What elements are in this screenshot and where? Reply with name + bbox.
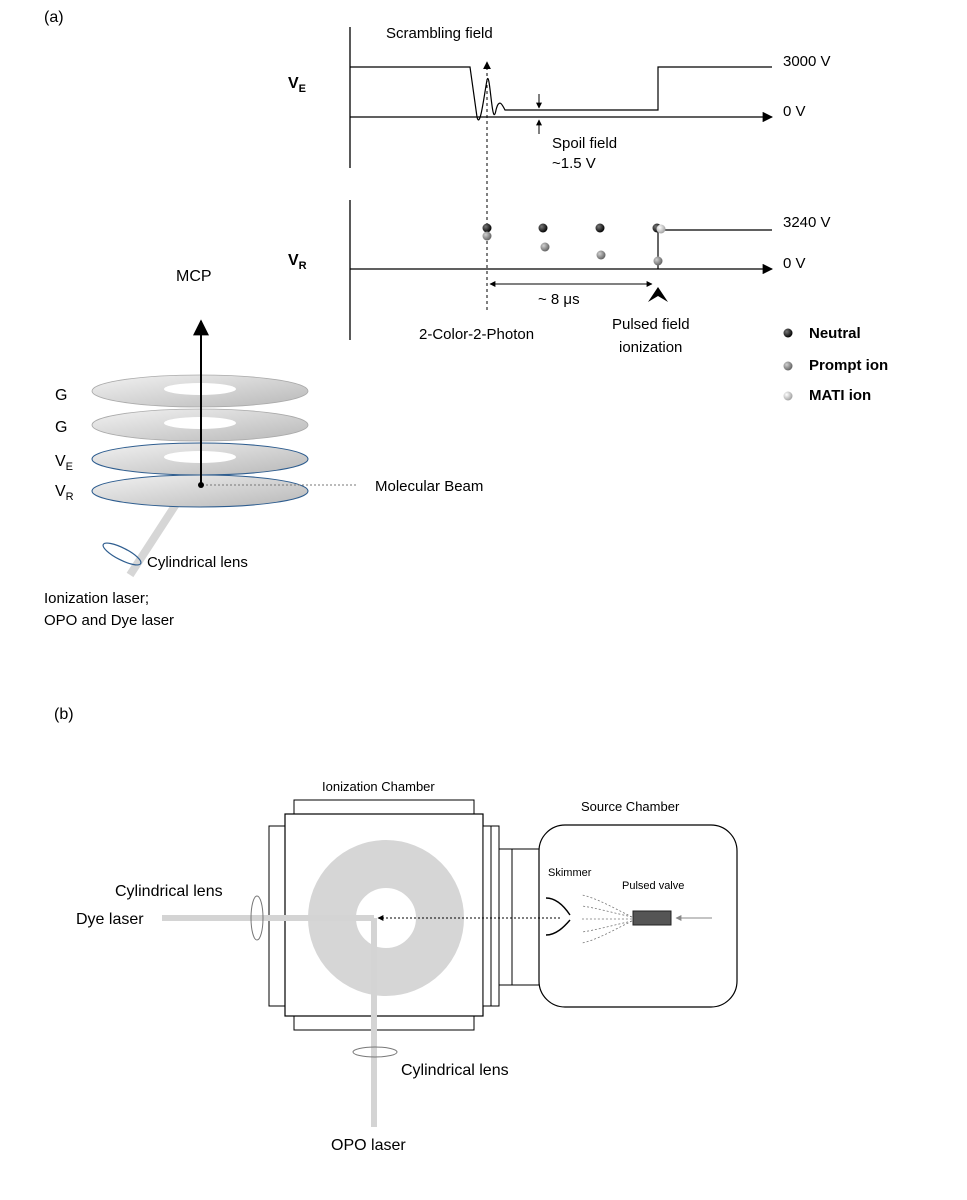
pulsed-valve-label: Pulsed valve xyxy=(622,880,684,892)
legend-neutral-label: Neutral xyxy=(809,325,861,342)
vr-voltage-trace xyxy=(657,229,772,269)
skimmer-label: Skimmer xyxy=(548,867,592,879)
legend-prompt-marker xyxy=(783,361,793,371)
dye-laser-label: Dye laser xyxy=(76,911,144,928)
panel-a-label: (a) xyxy=(44,9,64,26)
molecular-expansion xyxy=(581,894,633,944)
chamber-right-flange-outer xyxy=(490,825,500,1007)
pfi-chevron-marker xyxy=(648,287,668,302)
panel-b-label: (b) xyxy=(54,706,74,723)
ionization-chamber-label: Ionization Chamber xyxy=(322,779,435,794)
chamber-bottom-flange xyxy=(293,1015,475,1031)
vr-label: VR xyxy=(288,252,307,272)
legend-mati-marker xyxy=(783,391,793,401)
ionization-point xyxy=(198,482,204,488)
mcp-label: MCP xyxy=(176,268,212,285)
cylindrical-lens-a xyxy=(102,542,142,566)
apparatus-top-view xyxy=(162,799,738,1127)
prompt-ion-dot xyxy=(540,242,550,252)
connecting-tube xyxy=(511,848,540,986)
source-chamber-label: Source Chamber xyxy=(581,799,680,814)
cylindrical-lens-bottom-label: Cylindrical lens xyxy=(401,1062,509,1079)
legend: Neutral Prompt ion MATI ion xyxy=(783,325,888,404)
v0-top-label: 0 V xyxy=(783,103,806,120)
chamber-top-flange xyxy=(293,799,475,815)
mati-ion-dot xyxy=(656,224,666,234)
plate-label-g1: G xyxy=(55,387,67,404)
ve-timing-plot xyxy=(349,27,774,168)
v3000-label: 3000 V xyxy=(783,53,831,70)
cylindrical-lens-label-a: Cylindrical lens xyxy=(147,554,248,571)
spoil-field-label: Spoil field xyxy=(552,135,617,152)
pfi-label-line2: ionization xyxy=(619,339,682,356)
neutral-dot xyxy=(482,223,492,233)
neutral-dot xyxy=(595,223,605,233)
scrambling-field-label: Scrambling field xyxy=(386,25,493,42)
ionization-laser-label-line2: OPO and Dye laser xyxy=(44,612,174,629)
v0-bottom-label: 0 V xyxy=(783,255,806,272)
ve-label: VE xyxy=(288,75,306,95)
legend-mati-label: MATI ion xyxy=(809,387,871,404)
cylindrical-lens-left xyxy=(250,895,264,941)
prompt-ion-dot xyxy=(653,256,663,266)
prompt-ion-dot xyxy=(482,231,492,241)
plate-label-g2: G xyxy=(55,419,67,436)
plate-label-ve: VE xyxy=(55,453,73,473)
pulsed-valve xyxy=(632,910,672,926)
v3240-label: 3240 V xyxy=(783,214,831,231)
spoil-field-value: ~1.5 V xyxy=(552,155,596,172)
ionization-laser-label-line1: Ionization laser; xyxy=(44,590,149,607)
plate-stack xyxy=(91,319,358,578)
chamber-right-flange-inner xyxy=(482,825,492,1007)
delay-label: ~ 8 μs xyxy=(538,291,580,308)
plate-label-vr: VR xyxy=(55,483,74,503)
neutral-dot xyxy=(538,223,548,233)
skimmer-upper xyxy=(545,897,571,916)
cylindrical-lens-left-label: Cylindrical lens xyxy=(115,883,223,900)
legend-neutral-marker xyxy=(783,328,793,338)
skimmer-lower xyxy=(545,919,571,936)
two-color-label: 2-Color-2-Photon xyxy=(419,326,534,343)
ve-voltage-trace xyxy=(350,66,772,121)
cylindrical-lens-bottom xyxy=(352,1046,398,1058)
opo-laser-label: OPO laser xyxy=(331,1137,406,1154)
prompt-ion-dot xyxy=(596,250,606,260)
legend-prompt-label: Prompt ion xyxy=(809,357,888,374)
pfi-label-line1: Pulsed field xyxy=(612,316,690,333)
vr-timing-plot xyxy=(349,200,774,340)
molecular-beam-label: Molecular Beam xyxy=(375,478,483,495)
